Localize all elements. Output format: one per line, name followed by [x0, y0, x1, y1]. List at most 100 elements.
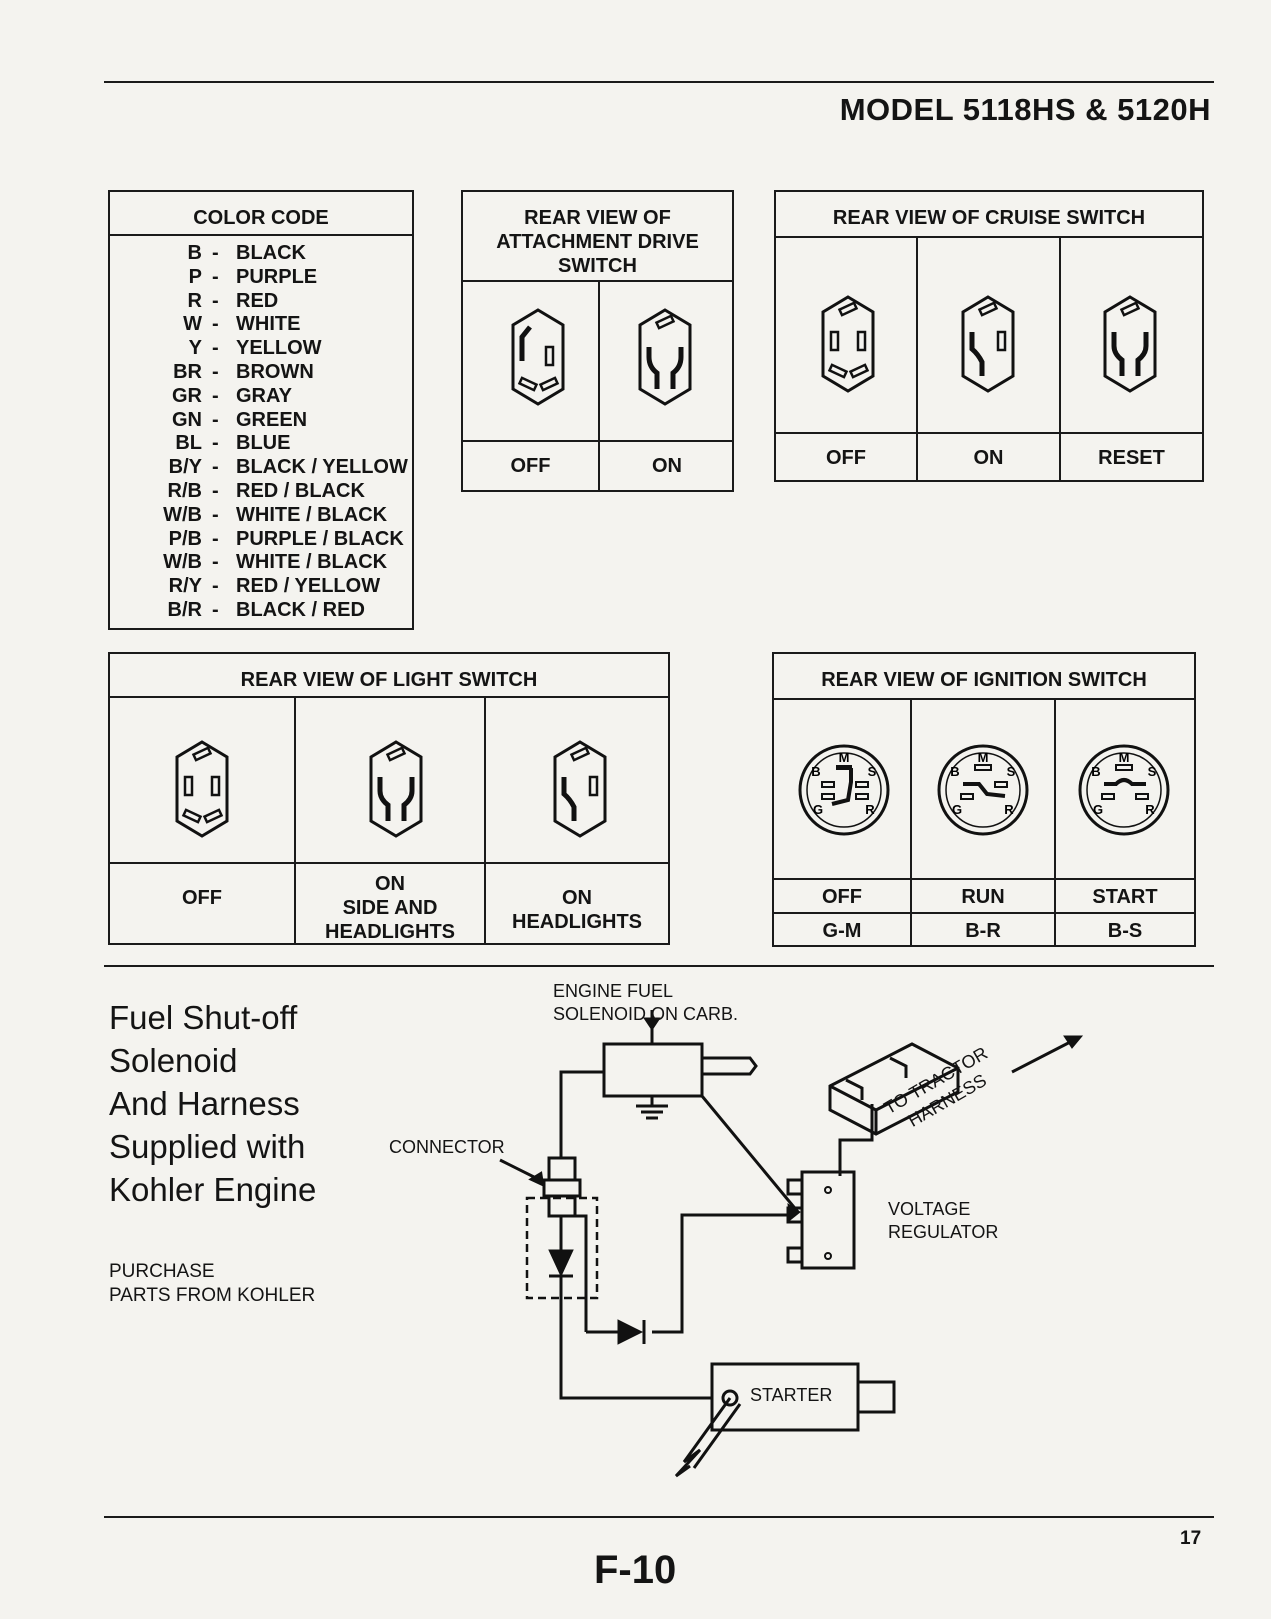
cruise-off-label: OFF — [826, 447, 866, 469]
color-code-row: GR-GRAY — [140, 385, 440, 409]
cruise-switch-box: REAR VIEW OF CRUISE SWITCH OFF ON RESET — [774, 190, 1204, 482]
svg-text:B: B — [1091, 764, 1100, 779]
ignition-start-diagram: M B S G R — [1078, 744, 1170, 836]
light-switch-title: REAR VIEW OF LIGHT SWITCH — [240, 669, 538, 691]
svg-text:M: M — [978, 750, 989, 765]
starter-label: STARTER — [750, 1385, 833, 1405]
color-code-row: R-RED — [140, 290, 440, 314]
color-code-dash: - — [212, 599, 219, 621]
color-code-name: WHITE / BLACK — [236, 503, 388, 526]
middle-rule — [104, 965, 1214, 967]
color-code-row: B-BLACK — [140, 242, 440, 266]
solenoid-label: ENGINE FUEL SOLENOID ON CARB. — [553, 981, 739, 1024]
cruise-switch-on-diagram — [961, 295, 1015, 393]
color-code-dash: - — [212, 361, 219, 383]
svg-text:R: R — [1004, 802, 1014, 817]
color-code-dash: - — [212, 527, 219, 550]
cruise-on-label: ON — [973, 447, 1004, 469]
top-rule — [104, 81, 1214, 83]
light-switch-off-diagram — [175, 740, 229, 838]
svg-text:M: M — [839, 750, 850, 765]
color-code-abbrev: B/R — [167, 599, 202, 621]
ignition-run-circuit: B-R — [965, 920, 1001, 942]
color-code-abbrev: Y — [188, 337, 202, 360]
ignition-switch-box: REAR VIEW OF IGNITION SWITCH M B S G R M… — [772, 652, 1196, 947]
cruise-reset-label: RESET — [1098, 447, 1165, 469]
color-code-name: RED / BLACK — [236, 480, 365, 502]
color-code-dash: - — [212, 242, 219, 264]
cruise-switch-reset-diagram — [1103, 295, 1157, 393]
color-code-name: WHITE / BLACK — [236, 551, 388, 574]
color-code-name: BLACK / RED — [236, 599, 365, 621]
color-code-row: B/R-BLACK / RED — [140, 599, 440, 623]
color-code-abbrev: R/Y — [168, 575, 202, 598]
attachment-switch-on-diagram — [638, 308, 692, 406]
svg-text:G: G — [952, 802, 962, 817]
fuel-section-heading: Fuel Shut-off Solenoid And Harness Suppl… — [109, 999, 317, 1208]
color-code-abbrev: P/B — [168, 527, 202, 550]
color-code-row: R/B-RED / BLACK — [140, 480, 440, 504]
color-code-name: BLACK / YELLOW — [236, 456, 408, 479]
color-code-row: BR-BROWN — [140, 361, 440, 385]
color-code-abbrev: P — [188, 265, 202, 288]
color-code-dash: - — [212, 265, 219, 288]
svg-text:R: R — [865, 802, 875, 817]
color-code-row: GN-GREEN — [140, 409, 440, 433]
color-code-abbrev: B — [187, 242, 202, 264]
color-code-row: R/Y-RED / YELLOW — [140, 575, 440, 599]
color-code-row: BL-BLUE — [140, 432, 440, 456]
color-code-dash: - — [212, 432, 219, 455]
light-switch-box: REAR VIEW OF LIGHT SWITCH OFF ON SIDE AN… — [108, 652, 670, 945]
ignition-off-label: OFF — [822, 886, 862, 908]
color-code-abbrev: GN — [172, 408, 202, 431]
ignition-start-circuit: B-S — [1107, 920, 1143, 942]
model-title: MODEL 5118HS & 5120H — [839, 92, 1211, 127]
color-code-abbrev: BL — [175, 432, 202, 455]
color-code-dash: - — [212, 408, 219, 431]
light-side-head-label: ON SIDE AND HEADLIGHTS — [325, 873, 455, 943]
svg-text:G: G — [1093, 802, 1103, 817]
color-code-dash: - — [212, 313, 219, 336]
color-code-dash: - — [212, 480, 219, 502]
color-code-dash: - — [212, 503, 219, 526]
color-code-row: Y-YELLOW — [140, 337, 440, 361]
attachment-off-label: OFF — [510, 455, 551, 477]
footer-code: F-10 — [594, 1548, 677, 1592]
color-code-name: PURPLE / BLACK — [236, 527, 404, 550]
color-code-abbrev: BR — [173, 361, 202, 383]
ignition-run-diagram: M B S G R — [937, 744, 1029, 836]
light-switch-side-head-diagram — [369, 740, 423, 838]
color-code-name: RED — [236, 289, 279, 312]
color-code-dash: - — [212, 575, 219, 598]
svg-text:M: M — [1119, 750, 1130, 765]
color-code-name: WHITE — [236, 313, 301, 336]
light-off-label: OFF — [182, 887, 222, 909]
cruise-switch-off-diagram — [821, 295, 875, 393]
color-code-dash: - — [212, 456, 219, 479]
color-code-dash: - — [212, 551, 219, 574]
color-code-name: GREEN — [236, 408, 308, 431]
color-code-name: BROWN — [236, 361, 314, 383]
color-code-name: YELLOW — [236, 337, 322, 360]
ignition-off-diagram: M B S G R — [798, 744, 890, 836]
ignition-switch-title: REAR VIEW OF IGNITION SWITCH — [821, 669, 1147, 691]
color-code-abbrev: W — [183, 313, 202, 336]
regulator-label: VOLTAGE REGULATOR — [888, 1199, 999, 1242]
color-code-row: W/B-WHITE / BLACK — [140, 504, 440, 528]
color-code-dash: - — [212, 337, 219, 360]
color-code-abbrev: R — [187, 289, 202, 312]
color-code-name: GRAY — [236, 384, 292, 407]
color-code-name: BLUE — [236, 432, 291, 455]
fuel-section-note: PURCHASE PARTS FROM KOHLER — [109, 1261, 316, 1306]
light-switch-headlights-diagram — [553, 740, 607, 838]
color-code-title: COLOR CODE — [193, 207, 329, 229]
attachment-on-label: ON — [652, 455, 682, 477]
svg-text:B: B — [811, 764, 820, 779]
color-code-abbrev: B/Y — [168, 456, 202, 479]
ignition-off-circuit: G-M — [822, 920, 862, 942]
color-code-row: P/B-PURPLE / BLACK — [140, 528, 440, 552]
page-number: 17 — [1180, 1528, 1202, 1549]
color-code-dash: - — [212, 289, 219, 312]
svg-text:S: S — [1148, 764, 1157, 779]
